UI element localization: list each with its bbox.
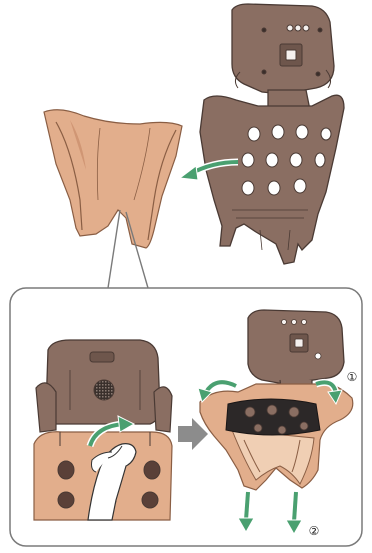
step-2-callout: ② — [306, 524, 322, 540]
fabric-cover-top — [44, 110, 182, 248]
step-1-callout: ① — [344, 370, 360, 386]
